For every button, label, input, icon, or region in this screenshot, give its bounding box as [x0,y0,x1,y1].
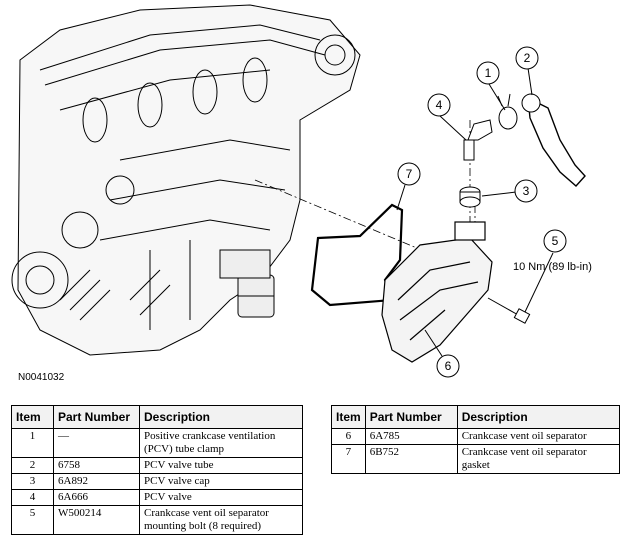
part-number-cell: 6A785 [364,428,458,445]
callout-7-label: 7 [406,167,413,181]
part-number-cell: 6A892 [53,473,140,490]
part-number-cell: 6B752 [364,444,458,474]
pcv-valve [463,119,493,161]
description-cell: Positive crankcase ventilation (PCV) tub… [139,428,303,458]
description-cell: Crankcase vent oil separator gasket [456,444,621,474]
engine-block-illustration [11,4,361,356]
part-number-cell: W500214 [53,505,140,535]
table-row: 2 6758 PCV valve tube [11,457,303,474]
callout-5-label: 5 [552,234,559,248]
header-item: Item [11,405,54,429]
callout-2-label: 2 [524,51,531,65]
item-cell: 1 [11,428,54,458]
pcv-valve-cap [459,186,481,208]
callout-5: 5 [543,229,567,253]
part-number-cell: 6758 [53,457,140,474]
table-row: 3 6A892 PCV valve cap [11,473,303,490]
table-header-row: Item Part Number Description [331,405,621,429]
item-cell: 2 [11,457,54,474]
table-row: 7 6B752 Crankcase vent oil separator gas… [331,444,621,474]
table-row: 5 W500214 Crankcase vent oil separator m… [11,505,303,535]
pcv-tube-clamp [497,93,518,130]
item-cell: 7 [331,444,366,474]
callout-3: 3 [514,179,538,203]
callout-1-label: 1 [485,66,492,80]
item-cell: 3 [11,473,54,490]
exploded-view-diagram: 1 2 3 4 5 6 7 10 Nm (89 lb-in) [11,4,592,378]
table-row: 1 — Positive crankcase ventilation (PCV)… [11,428,303,458]
figure-id: N0041032 [18,372,65,383]
callout-leaders [396,67,554,357]
torque-spec-label: 10 Nm (89 lb-in) [513,261,592,273]
parts-table-left: Item Part Number Description 1 — Positiv… [11,405,303,535]
table-row: 4 6A666 PCV valve [11,489,303,506]
crankcase-vent-oil-separator [381,221,493,363]
header-item: Item [331,405,366,429]
callout-1: 1 [476,61,500,85]
pcv-valve-tube [527,96,586,187]
description-cell: Crankcase vent oil separator mounting bo… [139,505,303,535]
callout-4: 4 [427,93,451,117]
item-cell: 6 [331,428,366,445]
header-description: Description [456,405,621,429]
parts-table-right: Item Part Number Description 6 6A785 Cra… [331,405,621,474]
header-description: Description [139,405,303,429]
description-cell: PCV valve tube [139,457,303,474]
description-cell: PCV valve cap [139,473,303,490]
description-cell: PCV valve [139,489,303,506]
callout-2: 2 [515,46,539,70]
callout-6: 6 [436,354,460,378]
item-cell: 4 [11,489,54,506]
oil-separator-gasket [310,203,404,307]
callout-6-label: 6 [445,359,452,373]
part-number-cell: 6A666 [53,489,140,506]
callout-4-label: 4 [436,98,443,112]
callout-3-label: 3 [523,184,530,198]
mounting-bolt [487,297,531,324]
header-part-number: Part Number [364,405,458,429]
table-header-row: Item Part Number Description [11,405,303,429]
callout-7: 7 [397,162,421,186]
header-part-number: Part Number [53,405,140,429]
description-cell: Crankcase vent oil separator [456,428,621,445]
table-row: 6 6A785 Crankcase vent oil separator [331,428,621,445]
part-number-cell: — [53,428,140,458]
item-cell: 5 [11,505,54,535]
